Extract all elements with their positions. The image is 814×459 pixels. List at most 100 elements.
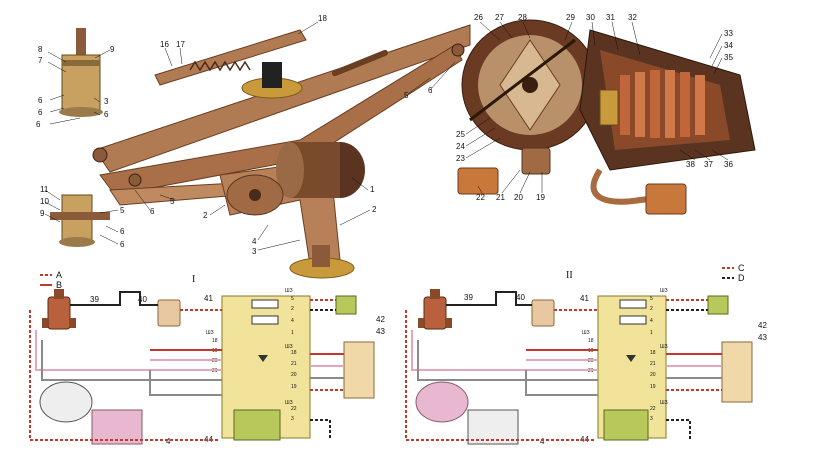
relay-core-right bbox=[603, 409, 649, 441]
callout-8-lbl: 10 bbox=[40, 197, 49, 206]
callout-21: 21 bbox=[496, 193, 505, 202]
pin-a9-right: 22 bbox=[650, 406, 656, 412]
mount-post bbox=[312, 245, 330, 267]
bushing-band bbox=[62, 60, 100, 66]
callout-13: 7 bbox=[38, 56, 43, 65]
relay-core-left bbox=[233, 409, 281, 441]
pin-b1-right: 18 bbox=[588, 338, 594, 344]
label-43-left: 43 bbox=[376, 327, 385, 336]
component-40 bbox=[157, 299, 181, 327]
pin-a10-left: 3 bbox=[291, 416, 294, 422]
callout-30: 30 bbox=[586, 13, 595, 22]
lever-slot bbox=[331, 49, 389, 77]
callout-18: 18 bbox=[318, 14, 327, 23]
wiring-legend-left: A B I bbox=[40, 270, 195, 290]
callout-33: 33 bbox=[724, 29, 733, 38]
wiper-linkage-assembly bbox=[92, 24, 471, 279]
callout-29: 29 bbox=[566, 13, 575, 22]
label-4-right: 4 bbox=[540, 437, 545, 446]
relay-tag-2-right: ШЗ bbox=[582, 330, 590, 336]
callout-6-lower-left: 6 bbox=[120, 240, 125, 249]
callout-2-right: 2 bbox=[372, 205, 377, 214]
gear-center bbox=[522, 77, 538, 93]
callout-36: 36 bbox=[724, 160, 733, 169]
pin-a2-right: 2 bbox=[650, 306, 653, 312]
callout-37: 37 bbox=[704, 160, 713, 169]
callout-3: 3 bbox=[252, 247, 257, 256]
section-label-ii: II bbox=[566, 270, 573, 281]
callout-10: 6 bbox=[36, 120, 41, 129]
callout-11: 6 bbox=[38, 108, 43, 117]
connector-right bbox=[645, 183, 687, 215]
component-42-right bbox=[707, 295, 729, 315]
callout-23: 23 bbox=[456, 154, 465, 163]
pin-a8-right: 19 bbox=[650, 384, 656, 390]
component-42-left bbox=[335, 295, 357, 315]
pin-b1-left: 18 bbox=[212, 338, 218, 344]
pivot-left bbox=[92, 147, 108, 163]
bushing-base bbox=[59, 107, 103, 117]
relay-tag-4-right: ШЗ bbox=[660, 400, 668, 406]
label-41-left: 41 bbox=[204, 294, 213, 303]
bushing-shaft bbox=[76, 28, 86, 58]
pin-a7-left: 20 bbox=[291, 372, 297, 378]
bushing2-shaft bbox=[50, 212, 110, 220]
spring-coil bbox=[189, 60, 251, 72]
label-4-left: 4 bbox=[166, 437, 171, 446]
callout-6-bush: 6 bbox=[120, 227, 125, 236]
relay-tag-1-left: ШЗ bbox=[285, 288, 293, 294]
component-43-left bbox=[343, 341, 375, 399]
component-39-right bbox=[423, 296, 447, 330]
spring-lever-arm bbox=[154, 29, 307, 86]
callout-25: 25 bbox=[456, 130, 465, 139]
pivot-left-2 bbox=[128, 173, 142, 187]
gear-drive-arm bbox=[469, 38, 576, 122]
callout-9-lbl: 11 bbox=[40, 185, 49, 194]
pin-a8-left: 19 bbox=[291, 384, 297, 390]
relay-tag-3-left: ШЗ bbox=[285, 344, 293, 350]
pin-a2-left: 2 bbox=[291, 306, 294, 312]
legend-d: D bbox=[738, 273, 745, 283]
label-42-left: 42 bbox=[376, 315, 385, 324]
bushing2-base bbox=[59, 237, 95, 247]
callout-5-lower-left: 5 bbox=[120, 206, 125, 215]
pin-a3-left: 4 bbox=[291, 318, 294, 324]
connector-left bbox=[457, 167, 499, 195]
schematic-left: 39 40 41 44 5 2 4 1 18 21 20 19 22 3 18 … bbox=[29, 288, 385, 446]
legend-c: C bbox=[738, 263, 745, 273]
bushing-callouts: 11 10 9 bbox=[40, 185, 49, 218]
pin-a6-right: 21 bbox=[650, 361, 656, 367]
pin-a5-right: 18 bbox=[650, 350, 656, 356]
bushing-assembly-bottom bbox=[50, 194, 110, 247]
callout-17: 17 bbox=[176, 40, 185, 49]
wires-left bbox=[29, 291, 344, 441]
callout-16: 16 bbox=[160, 40, 169, 49]
callout-5-mid: 5 bbox=[170, 197, 175, 206]
callout-4: 4 bbox=[252, 237, 257, 246]
callout-6-main: 6 bbox=[150, 207, 155, 216]
relay-tag-1-right: ШЗ bbox=[660, 288, 668, 294]
label-44-right: 44 bbox=[580, 435, 589, 444]
label-40-left: 40 bbox=[138, 295, 147, 304]
pin-a4-left: 1 bbox=[291, 330, 294, 336]
callout-7-lbl: 9 bbox=[40, 209, 45, 218]
bushing-assembly-top bbox=[59, 28, 103, 117]
motor-front bbox=[276, 142, 304, 198]
callout-15: 9 bbox=[110, 45, 115, 54]
armature bbox=[620, 70, 705, 138]
pin-a10-right: 3 bbox=[650, 416, 653, 422]
wires-right bbox=[405, 291, 722, 441]
motor-left bbox=[39, 381, 93, 423]
pin-a1-right: 5 bbox=[650, 296, 653, 302]
label-39-left: 39 bbox=[90, 295, 99, 304]
relay-tag-4-left: ШЗ bbox=[285, 400, 293, 406]
legend-b: B bbox=[56, 280, 62, 290]
callout-1: 1 bbox=[370, 185, 375, 194]
wiring-legend-right: C D II bbox=[566, 263, 745, 283]
callout-6-right: 6 bbox=[428, 86, 433, 95]
callout-2-left: 2 bbox=[203, 211, 208, 220]
label-44-left: 44 bbox=[204, 435, 213, 444]
callout-24: 24 bbox=[456, 142, 465, 151]
